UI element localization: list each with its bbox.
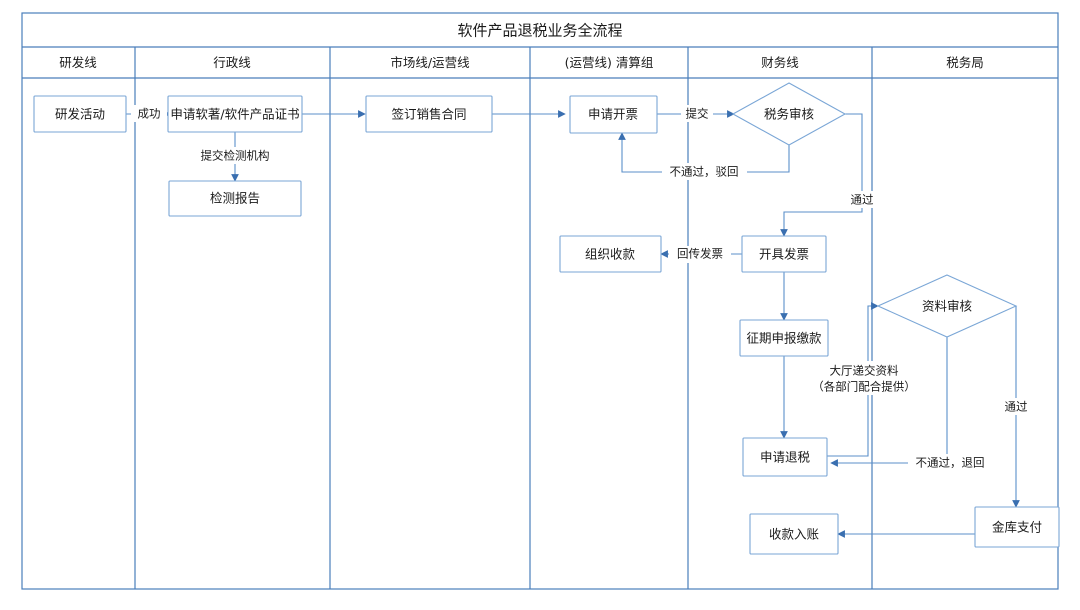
node-tax-review-label: 税务审核	[764, 107, 815, 122]
node-receipt-entry[interactable]: 收款入账	[749, 513, 839, 555]
node-rd-activity-label: 研发活动	[55, 107, 105, 122]
edge-label-return-invoice: 回传发票	[669, 246, 731, 263]
edge-label-reject-text: 不通过，驳回	[670, 165, 739, 179]
node-receipt-entry-label: 收款入账	[769, 527, 820, 542]
edge-label-hall-submit-line2: （各部门配合提供）	[812, 380, 916, 394]
node-treasury-payment[interactable]: 金库支付	[974, 506, 1060, 548]
edge-label-pass-tax-review-text: 通过	[851, 193, 874, 207]
edge-label-pass-doc-review: 通过	[1000, 398, 1032, 415]
edge-label-pass-tax-review: 通过	[846, 191, 878, 208]
lane-header-rd: 研发线	[59, 55, 97, 70]
diagram-title: 软件产品退税业务全流程	[457, 22, 622, 40]
node-sales-contract[interactable]: 签订销售合同	[365, 95, 493, 133]
lane-header-tax: 税务局	[946, 55, 984, 70]
node-doc-review[interactable]: 资料审核	[876, 274, 1018, 338]
node-rd-activity[interactable]: 研发活动	[33, 95, 127, 133]
node-issue-invoice-label: 开具发票	[759, 247, 809, 262]
node-treasury-payment-label: 金库支付	[992, 520, 1042, 535]
node-apply-copyright[interactable]: 申请软著/软件产品证书	[167, 95, 303, 133]
node-invoice-request-label: 申请开票	[588, 107, 638, 122]
edge-label-hall-submit: 大厅递交资料 （各部门配合提供）	[810, 361, 920, 395]
edge-label-success-text: 成功	[138, 107, 161, 121]
node-collect-payment-label: 组织收款	[585, 247, 636, 262]
node-test-report-label: 检测报告	[210, 191, 260, 206]
edge-label-pass-doc-review-text: 通过	[1005, 400, 1028, 414]
lane-header-market: 市场线/运营线	[390, 55, 470, 70]
edge-label-reject-return-text: 不通过，退回	[916, 456, 985, 470]
lane-header-admin: 行政线	[213, 55, 251, 70]
node-collect-payment[interactable]: 组织收款	[559, 235, 662, 273]
edge-label-submit-testing: 提交检测机构	[193, 147, 277, 164]
edge-label-submit: 提交	[681, 105, 713, 122]
edge-label-submit-text: 提交	[686, 107, 709, 121]
edge-label-submit-testing-text: 提交检测机构	[201, 149, 270, 163]
node-declare-pay[interactable]: 征期申报缴款	[739, 319, 829, 357]
edge-label-reject-return: 不通过，退回	[908, 454, 993, 471]
edge-label-reject: 不通过，驳回	[662, 163, 747, 180]
lane-header-finance: 财务线	[761, 55, 799, 70]
node-refund-request[interactable]: 申请退税	[742, 437, 828, 477]
lane-header-clearing: (运营线) 清算组	[565, 55, 654, 70]
node-apply-copyright-label: 申请软著/软件产品证书	[170, 107, 299, 122]
edge-tax-review-pass-to-issue-invoice	[780, 113, 863, 237]
node-test-report[interactable]: 检测报告	[168, 180, 302, 217]
node-issue-invoice[interactable]: 开具发票	[741, 235, 827, 273]
edge-label-success: 成功	[131, 105, 167, 122]
edge-label-hall-submit-line1: 大厅递交资料	[830, 364, 899, 378]
node-tax-review[interactable]: 税务审核	[731, 82, 847, 146]
node-invoice-request[interactable]: 申请开票	[569, 95, 658, 134]
node-refund-request-label: 申请退税	[760, 450, 811, 465]
node-declare-pay-label: 征期申报缴款	[746, 331, 822, 346]
edge-label-return-invoice-text: 回传发票	[677, 247, 723, 261]
node-doc-review-label: 资料审核	[922, 299, 973, 314]
node-sales-contract-label: 签订销售合同	[391, 107, 466, 122]
